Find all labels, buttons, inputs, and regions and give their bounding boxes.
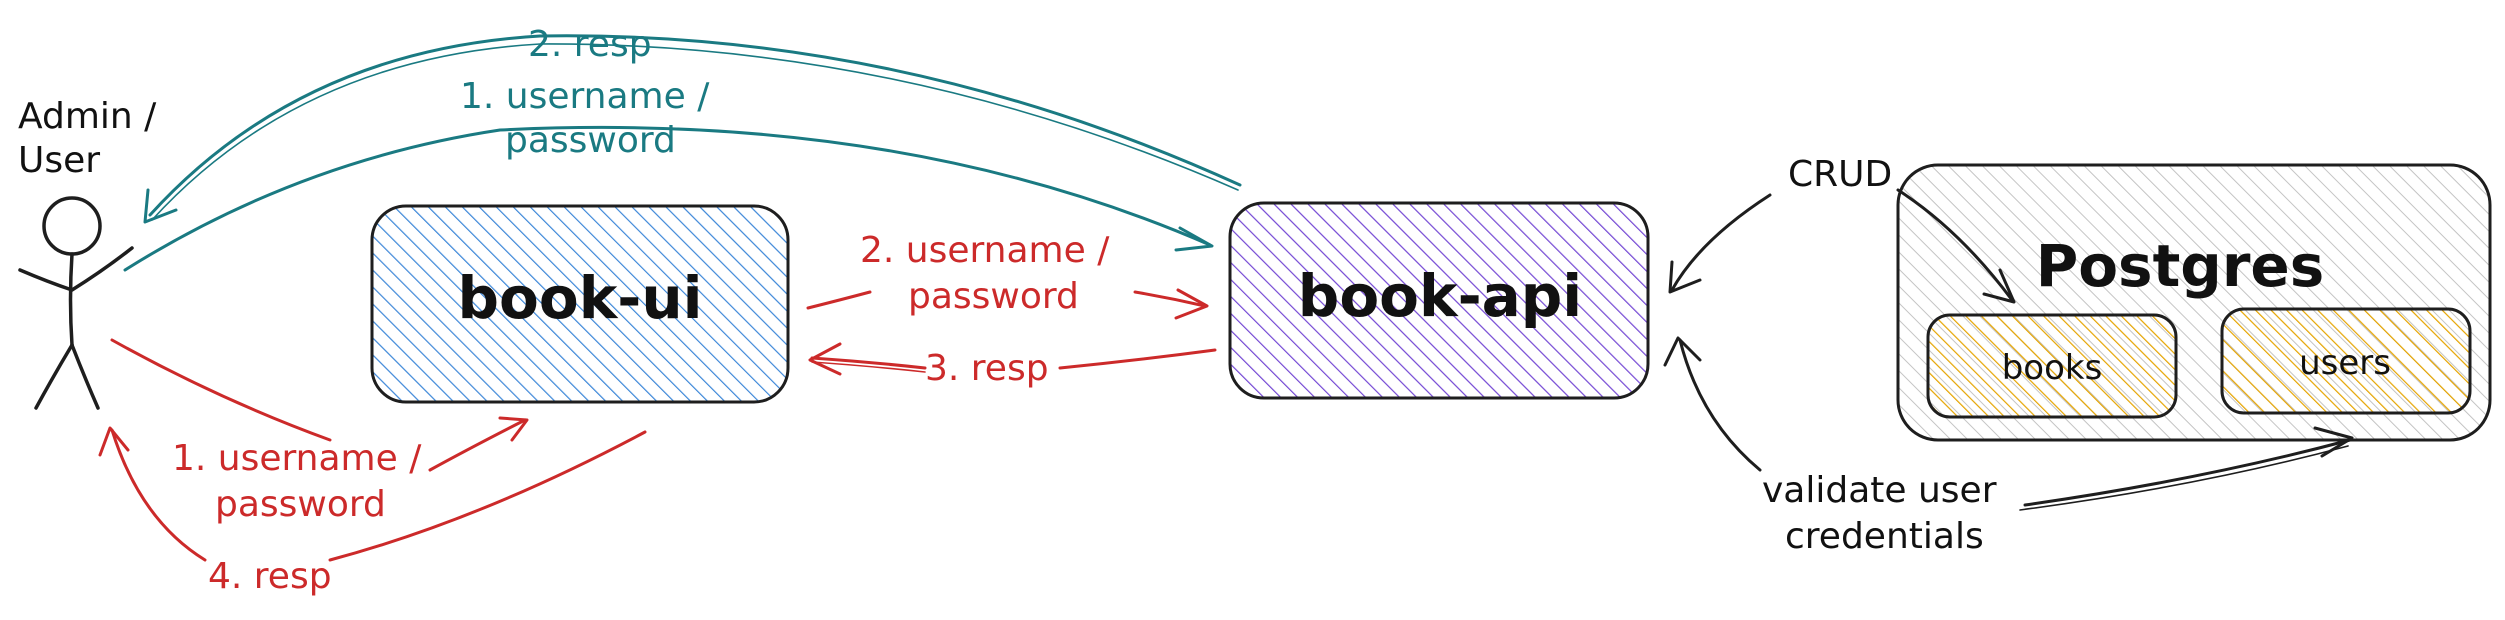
db-flow xyxy=(1663,188,2354,511)
stick-figure-icon xyxy=(18,196,134,410)
ui-response-arrowhead-icon xyxy=(98,426,130,457)
crud-label: CRUD xyxy=(1788,154,1892,195)
users-table-label: users xyxy=(2299,343,2391,383)
crud-books-arrow xyxy=(1896,188,2014,302)
direct-response-arrowhead-icon xyxy=(143,188,178,224)
validate-users-arrowhead-icon xyxy=(2313,426,2354,458)
ui-response-arrow xyxy=(328,430,647,562)
direct-request-arrowhead-icon xyxy=(1174,226,1214,252)
ui-request-arrowhead-icon xyxy=(498,416,529,442)
crud-books-arrowhead-icon xyxy=(1982,268,2016,304)
api-request-label-line2: password xyxy=(908,276,1079,317)
actor: Admin / User xyxy=(18,96,157,410)
ui-request-label-line2: password xyxy=(215,484,386,525)
api-request-arrowhead-icon xyxy=(1174,288,1209,320)
direct-flow xyxy=(123,34,1242,272)
validate-label-line2: credentials xyxy=(1785,516,1984,557)
validate-api-arrow xyxy=(1678,338,1762,472)
actor-label-line2: User xyxy=(18,140,100,181)
validate-users-arrow xyxy=(2023,438,2352,507)
api-response-arrow xyxy=(1058,348,1217,370)
ui-request-label-line1: 1. username / xyxy=(172,438,422,479)
direct-request-label-line2: password xyxy=(505,120,676,161)
books-table-label: books xyxy=(2002,348,2103,388)
validate-api-arrowhead-icon xyxy=(1663,336,1702,367)
ui-request-arrow xyxy=(110,338,332,442)
postgres-box: Postgres books users xyxy=(1896,163,2492,442)
postgres-title: Postgres xyxy=(2036,232,2325,300)
book-ui-box: book-ui xyxy=(370,204,790,404)
direct-response-arrow xyxy=(148,34,1242,217)
api-response-arrowhead-icon xyxy=(808,342,842,376)
crud-api-arrowhead-icon xyxy=(1668,260,1702,294)
crud-api-arrow xyxy=(1670,193,1772,292)
book-ui-title: book-ui xyxy=(457,264,702,332)
api-request-label-line1: 2. username / xyxy=(860,230,1110,271)
book-api-title: book-api xyxy=(1298,262,1582,330)
validate-label-line1: validate user xyxy=(1762,470,1997,511)
books-table: books xyxy=(1926,313,2178,419)
api-request-arrow xyxy=(806,290,872,310)
direct-request-arrow xyxy=(123,125,1212,272)
ui-response-label: 4. resp xyxy=(208,556,332,597)
direct-request-label-line1: 1. username / xyxy=(460,76,710,117)
direct-response-label: 2. resp xyxy=(528,24,652,65)
actor-label-line1: Admin / xyxy=(18,96,157,137)
api-response-label: 3. resp xyxy=(925,348,1049,389)
users-table: users xyxy=(2220,307,2472,415)
ui-flow xyxy=(98,288,1217,562)
book-api-box: book-api xyxy=(1228,201,1650,400)
